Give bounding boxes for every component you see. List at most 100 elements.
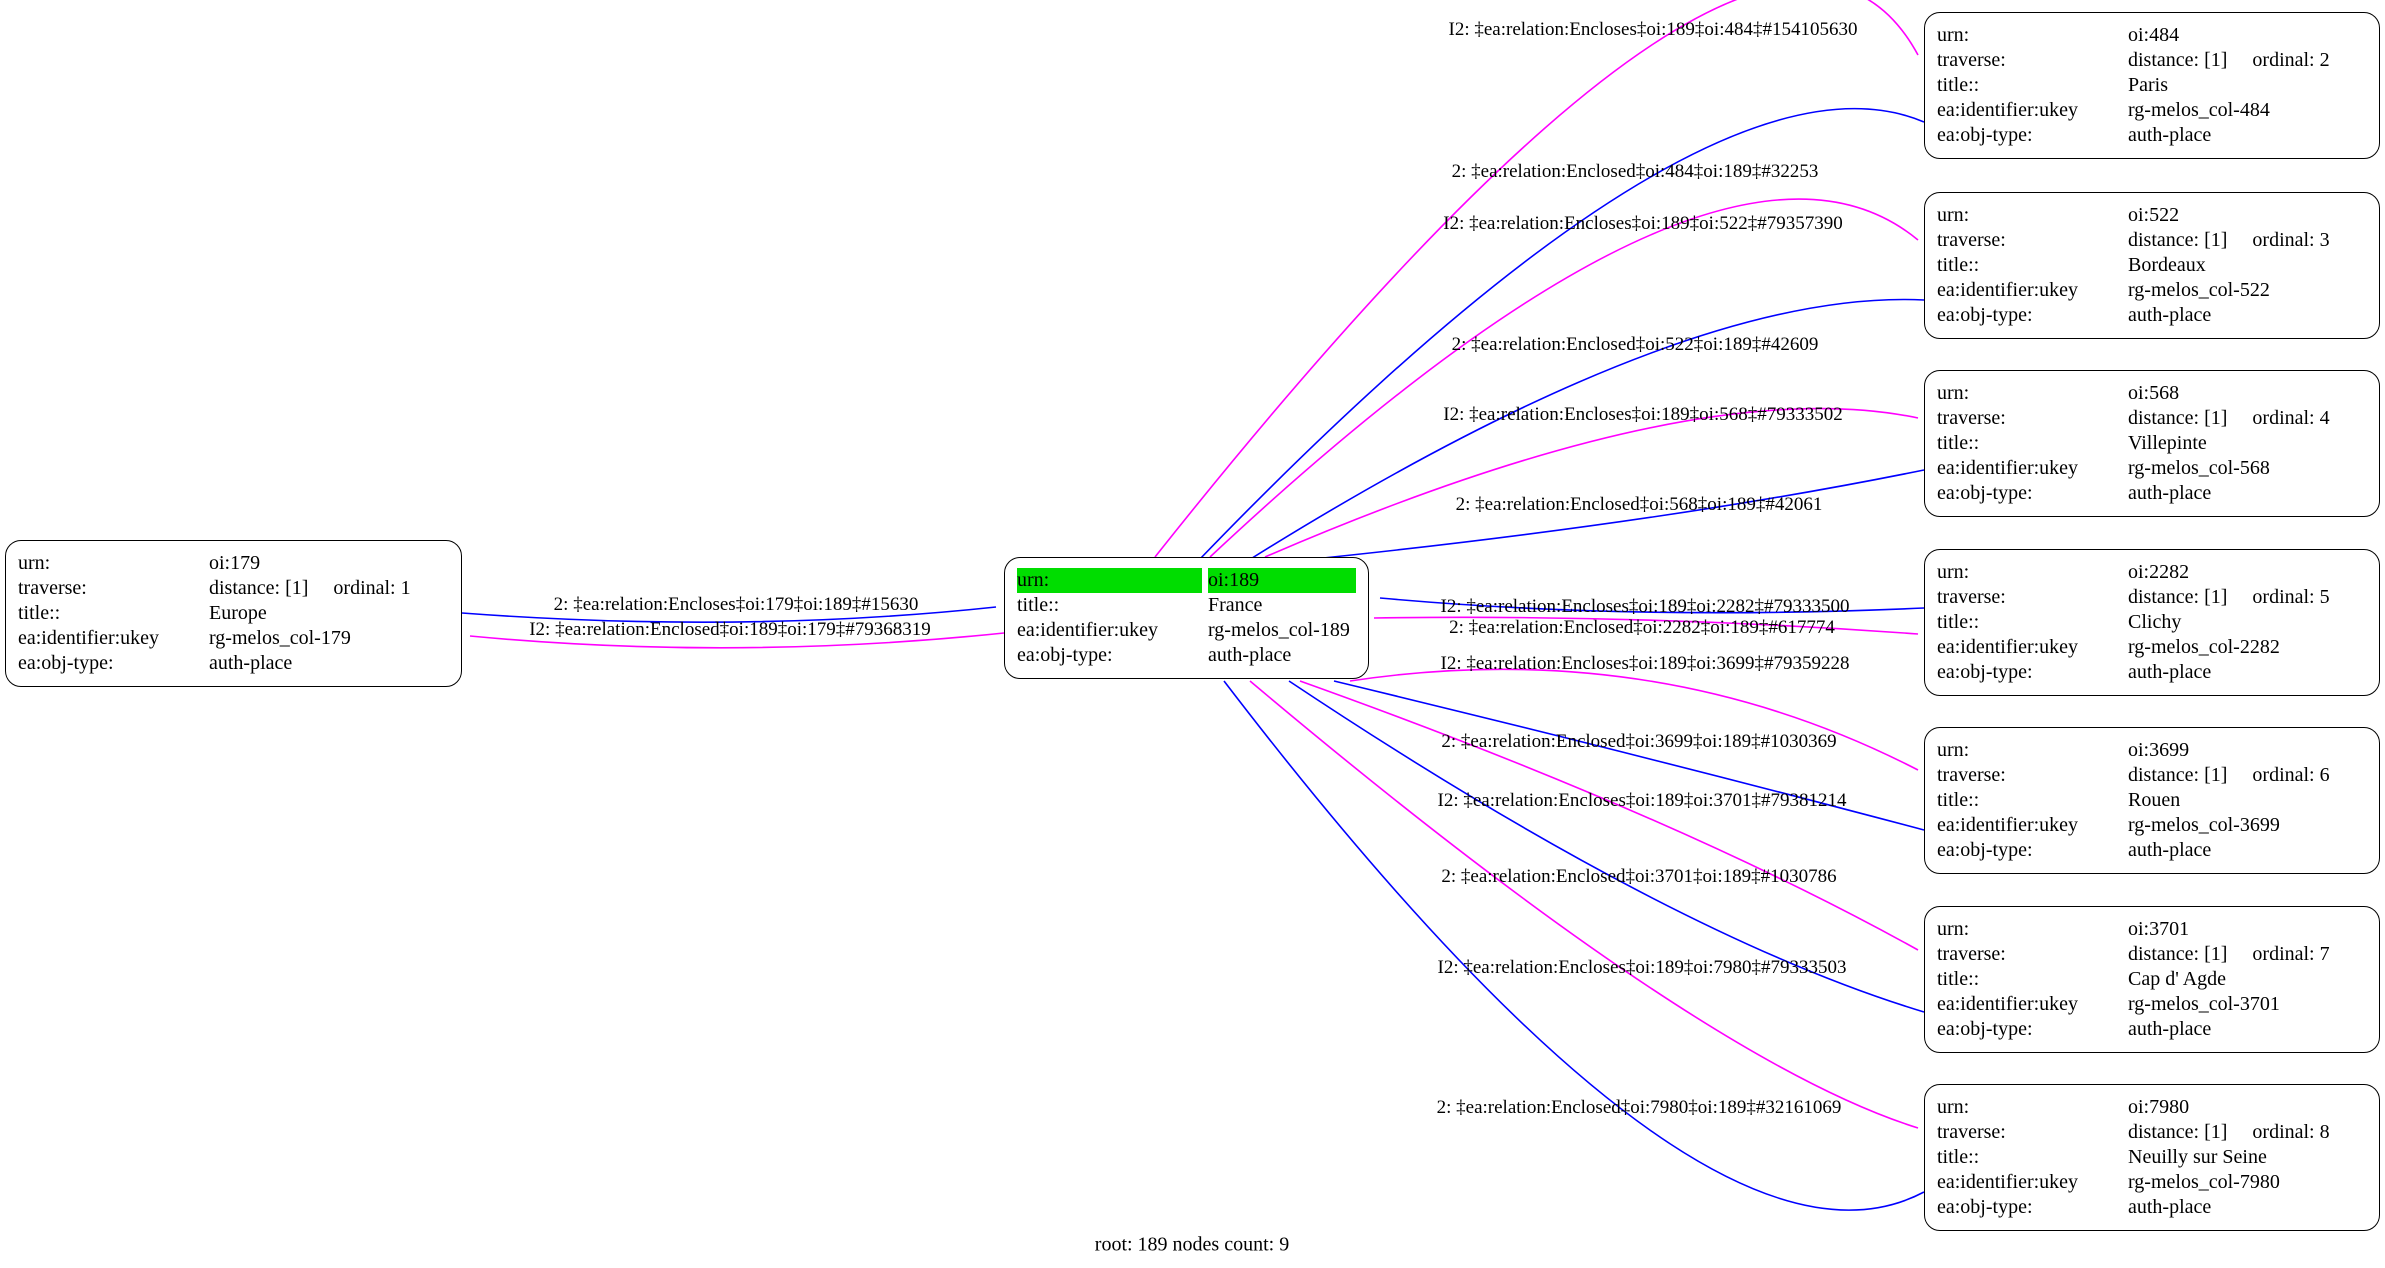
field-value: rg-melos_col-7980 — [2128, 1171, 2280, 1193]
node-row: traverse: distance: [1] ordinal: 6 — [1937, 763, 2367, 788]
field-label: urn: — [1937, 561, 1970, 583]
field-value: auth-place — [2128, 304, 2212, 326]
field-label: traverse: — [1937, 943, 2006, 965]
field-label: ea:identifier:ukey — [1937, 1171, 2079, 1193]
graph-caption: root: 189 nodes count: 9 — [1094, 1233, 1290, 1256]
node-row: title::Rouen — [1937, 788, 2367, 813]
field-value: rg-melos_col-484 — [2128, 99, 2270, 121]
edge-enclosed-7980-189 — [1223, 680, 1925, 1211]
field-value: distance: [1] ordinal: 4 — [2128, 407, 2330, 429]
field-value: auth-place — [2128, 1018, 2212, 1040]
node-row: traverse:distance: [1] ordinal: 3 — [1937, 228, 2367, 253]
edge-encloses-189-7980-label: I2: ‡ea:relation:Encloses‡oi:189‡oi:7980… — [1437, 957, 1847, 978]
edge-encloses-179-189-label: 2: ‡ea:relation:Encloses‡oi:179‡oi:189‡#… — [553, 594, 919, 615]
field-value: Clichy — [2128, 611, 2182, 633]
field-label: urn: — [1017, 568, 1202, 593]
field-value: oi:3701 — [2128, 918, 2190, 940]
field-value: oi:484 — [2128, 24, 2180, 46]
field-label: ea:obj-type: — [1937, 124, 2033, 146]
field-label: title:: — [1937, 432, 1980, 454]
field-label: ea:obj-type: — [1937, 304, 2033, 326]
node-row: urn:oi:2282 — [1937, 560, 2367, 585]
field-label: ea:identifier:ukey — [1017, 619, 1159, 641]
field-value: auth-place — [2128, 661, 2212, 683]
edge-encloses-189-3699-label: I2: ‡ea:relation:Encloses‡oi:189‡oi:3699… — [1440, 653, 1850, 674]
field-value: distance: [1] ordinal: 1 — [209, 577, 411, 599]
node-row: ea:identifier:ukey rg-melos_col-189 — [1017, 618, 1356, 643]
field-value: Rouen — [2128, 789, 2181, 811]
edge-encloses-189-3701 — [1299, 680, 1919, 951]
node-row: title::Europe — [18, 601, 449, 626]
edge-enclosed-3701-189-label: 2: ‡ea:relation:Enclosed‡oi:3701‡oi:189‡… — [1441, 866, 1837, 887]
field-label: ea:identifier:ukey — [1937, 279, 2079, 301]
field-label: urn: — [18, 552, 51, 574]
edge-encloses-189-568 — [1264, 407, 1919, 558]
node-row: traverse:distance: [1] ordinal: 8 — [1937, 1120, 2367, 1145]
field-value: oi:522 — [2128, 204, 2180, 226]
node-row: ea:obj-type:auth-place — [1937, 838, 2367, 863]
node-row: ea:obj-type:auth-place — [1937, 1195, 2367, 1220]
field-label: ea:identifier:ukey — [1937, 457, 2079, 479]
field-label: traverse: — [1937, 49, 2006, 71]
node-row: urn: oi:568 — [1937, 381, 2367, 406]
field-value: distance: [1] ordinal: 2 — [2128, 49, 2330, 71]
field-label: ea:obj-type: — [1017, 644, 1113, 666]
field-label: ea:obj-type: — [1937, 1196, 2033, 1218]
field-label: title:: — [1937, 74, 1980, 96]
field-value: France — [1208, 594, 1263, 616]
edge-enclosed-522-189-label: 2: ‡ea:relation:Enclosed‡oi:522‡oi:189‡#… — [1451, 334, 1819, 355]
field-value: auth-place — [2128, 124, 2212, 146]
node-row: title::Villepinte — [1937, 431, 2367, 456]
node-row: traverse:distance: [1] ordinal: 4 — [1937, 406, 2367, 431]
node-row: ea:obj-type:auth-place — [18, 651, 449, 676]
edge-encloses-189-522-label: I2: ‡ea:relation:Encloses‡oi:189‡oi:522‡… — [1443, 213, 1843, 234]
node-row: title::Clichy — [1937, 610, 2367, 635]
field-label: ea:identifier:ukey — [1937, 99, 2079, 121]
node-row: ea:obj-type: auth-place — [1937, 123, 2367, 148]
field-label: traverse: — [1937, 764, 2006, 786]
node-row: ea:obj-type:auth-place — [1937, 1017, 2367, 1042]
node-row: title::Paris — [1937, 73, 2367, 98]
field-value: rg-melos_col-189 — [1208, 619, 1350, 641]
node-row: urn: oi:522 — [1937, 203, 2367, 228]
field-label: urn: — [1937, 204, 1970, 226]
field-label: title:: — [1937, 254, 1980, 276]
field-label: title:: — [1937, 968, 1980, 990]
edge-encloses-189-568-label: I2: ‡ea:relation:Encloses‡oi:189‡oi:568‡… — [1443, 404, 1843, 425]
edge-encloses-189-484-label: I2: ‡ea:relation:Encloses‡oi:189‡oi:484‡… — [1448, 19, 1858, 40]
field-value: oi:189 — [1208, 568, 1356, 593]
edge-encloses-189-3699 — [1349, 668, 1919, 771]
field-value: distance: [1] ordinal: 3 — [2128, 229, 2330, 251]
node-row: traverse: distance: [1] ordinal: 7 — [1937, 942, 2367, 967]
field-label: ea:obj-type: — [1937, 661, 2033, 683]
field-value: oi:568 — [2128, 382, 2180, 404]
field-label: traverse: — [1937, 1121, 2006, 1143]
field-value: auth-place — [2128, 839, 2212, 861]
field-value: Paris — [2128, 74, 2168, 96]
field-label: traverse: — [18, 577, 87, 599]
field-value: distance: [1] ordinal: 6 — [2128, 764, 2330, 786]
field-label: title:: — [1937, 789, 1980, 811]
node-row: urn:oi:7980 — [1937, 1095, 2367, 1120]
field-label: ea:obj-type: — [18, 652, 114, 674]
edge-enclosed-484-189-label: 2: ‡ea:relation:Enclosed‡oi:484‡oi:189‡#… — [1451, 161, 1819, 182]
field-value: rg-melos_col-3701 — [2128, 993, 2280, 1015]
node-row: title::Neuilly sur Seine — [1937, 1145, 2367, 1170]
node-row: traverse:distance: [1] ordinal: 5 — [1937, 585, 2367, 610]
field-label: ea:identifier:ukey — [1937, 636, 2079, 658]
field-value: distance: [1] ordinal: 7 — [2128, 943, 2330, 965]
edge-enclosed-189-179-label: I2: ‡ea:relation:Enclosed‡oi:189‡oi:179‡… — [529, 619, 931, 640]
field-value: oi:3699 — [2128, 739, 2190, 761]
field-label: urn: — [1937, 382, 1970, 404]
field-label: ea:identifier:ukey — [18, 627, 160, 649]
field-value: auth-place — [2128, 482, 2212, 504]
